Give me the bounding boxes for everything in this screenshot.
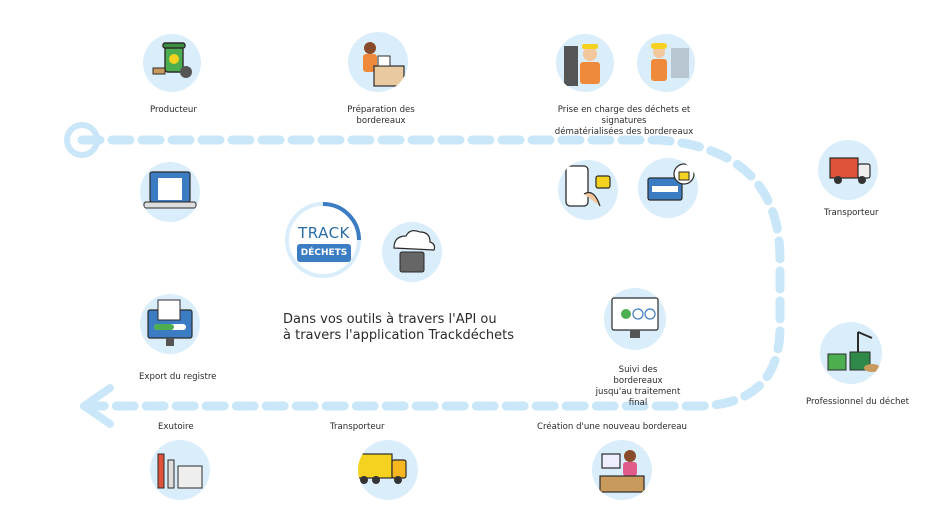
label-transporteur-bottom: Transporteur <box>330 422 385 432</box>
flow-start-ring <box>64 122 100 158</box>
laptop-form-icon <box>140 162 200 222</box>
yellow-truck-icon <box>358 440 418 500</box>
operator-icon <box>556 34 614 92</box>
center-caption: Dans vos outils à travers l'API ou à tra… <box>283 312 514 344</box>
label-professionnel: Professionnel du déchet <box>806 397 910 407</box>
factory-icon <box>150 440 210 500</box>
label-creation: Création d'une nouveau bordereau <box>537 422 687 432</box>
flow-end-arrow <box>80 384 114 428</box>
bin-icon <box>143 34 201 92</box>
monitor-progress-icon <box>140 294 200 354</box>
label-prise-en-charge: Prise en charge des déchets et signature… <box>554 105 694 137</box>
logo-track-text: TRACK <box>298 224 350 242</box>
red-truck-icon <box>818 140 878 200</box>
label-transporteur-right: Transporteur <box>824 208 879 218</box>
label-preparation: Préparation des bordereaux <box>347 105 415 126</box>
trackdechets-logo: TRACK DÉCHETS <box>285 202 373 288</box>
label-exutoire: Exutoire <box>158 422 194 432</box>
worker-icon <box>637 34 695 92</box>
flow-dashed-loop <box>77 135 785 411</box>
laptop-lock-icon <box>638 158 698 218</box>
phone-lock-icon <box>558 160 618 220</box>
center-caption-line1: Dans vos outils à travers l'API ou <box>283 312 497 327</box>
desk-person-icon <box>592 440 652 500</box>
label-suivi: Suivi des bordereaux jusqu'au traitement… <box>595 365 681 408</box>
tracking-monitor-icon <box>604 288 666 350</box>
logo-dechets-text: DÉCHETS <box>297 244 351 262</box>
center-caption-line2: à travers l'application Trackdéchets <box>283 328 514 343</box>
label-export: Export du registre <box>139 372 217 382</box>
preparation-icon <box>348 32 408 92</box>
waste-site-icon <box>820 322 882 384</box>
label-producteur: Producteur <box>150 105 197 115</box>
cloud-server-icon <box>382 222 442 282</box>
